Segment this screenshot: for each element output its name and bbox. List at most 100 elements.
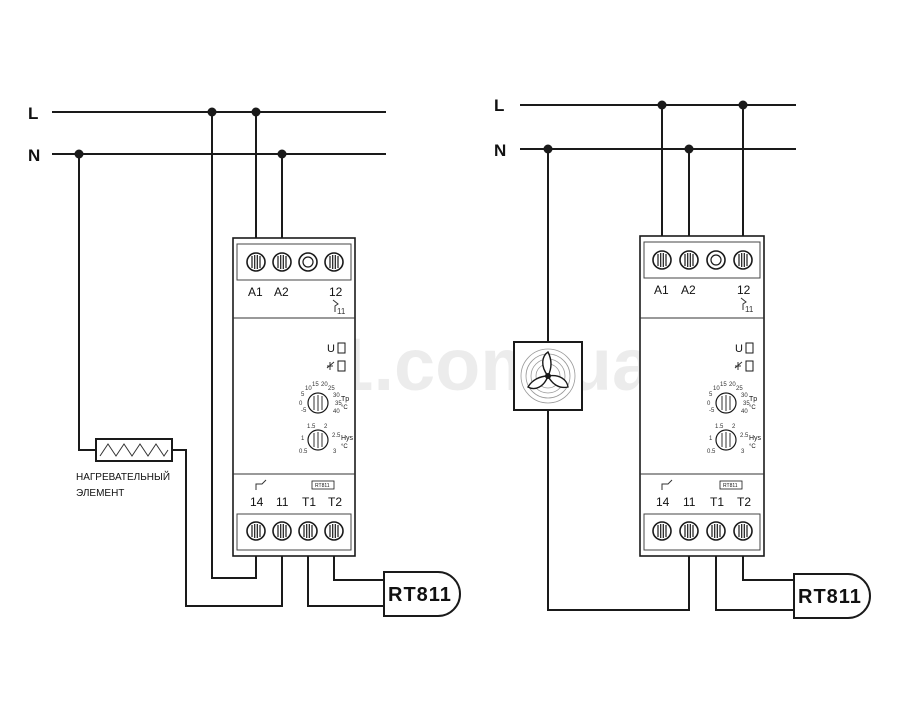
svg-text:20: 20 <box>321 382 328 388</box>
terminal-screw <box>324 521 344 541</box>
svg-text:10: 10 <box>305 386 312 392</box>
relay-module: A1 A2 12 11 U -5 0 5 10 15 20 25 <box>232 237 356 557</box>
contact-symbol-icon <box>332 299 339 312</box>
hysteresis-dial[interactable]: 0.5 1 1.5 2 2.5 3 Hys °C <box>299 424 354 455</box>
svg-text:Hys: Hys <box>749 435 762 442</box>
heater-icon <box>95 438 173 462</box>
terminal-screw <box>679 521 699 541</box>
svg-text:20: 20 <box>729 382 736 388</box>
temperature-sensor: RT811 <box>383 571 461 617</box>
svg-text:30: 30 <box>333 393 340 399</box>
svg-text:U: U <box>327 343 335 355</box>
svg-text:-5: -5 <box>709 408 715 414</box>
svg-text:0.5: 0.5 <box>707 449 716 455</box>
svg-text:2: 2 <box>732 424 736 430</box>
svg-text:0: 0 <box>299 401 303 407</box>
terminal-14-label: 14 <box>250 495 264 509</box>
right-diagram: L N <box>494 96 871 619</box>
svg-text:°C: °C <box>749 444 756 450</box>
svg-text:1.5: 1.5 <box>307 424 316 430</box>
terminal-12-label: 12 <box>329 285 343 299</box>
left-diagram: L N НАГРЕВАТЕЛЬНЫЙ ЭЛЕМЕНТ <box>28 104 461 617</box>
terminal-screw <box>679 250 699 270</box>
svg-text:-5: -5 <box>301 408 307 414</box>
terminal-T1-label: T1 <box>302 495 316 509</box>
svg-text:2: 2 <box>324 424 328 430</box>
terminal-A2-label: A2 <box>681 283 696 297</box>
svg-text:0.5: 0.5 <box>299 449 308 455</box>
heater-label-line2: ЭЛЕМЕНТ <box>76 488 124 499</box>
svg-text:1: 1 <box>709 436 713 442</box>
terminal-screw <box>272 521 292 541</box>
terminal-screw <box>246 521 266 541</box>
svg-text:15: 15 <box>720 382 727 388</box>
terminal-screw <box>706 521 726 541</box>
heater-label-line1: НАГРЕВАТЕЛЬНЫЙ <box>76 470 170 483</box>
svg-text:15: 15 <box>312 382 319 388</box>
svg-text:Hys: Hys <box>341 435 354 442</box>
terminal-screw <box>246 252 266 272</box>
terminal-A1-label: A1 <box>654 283 669 297</box>
terminal-screw <box>652 521 672 541</box>
terminal-screw <box>324 252 344 272</box>
terminal-A1-label: A1 <box>248 285 263 299</box>
terminal-14-label: 14 <box>656 495 670 509</box>
sensor-label: RT811 <box>798 586 862 608</box>
svg-text:U: U <box>735 343 743 355</box>
terminal-T1-label: T1 <box>710 495 724 509</box>
wire-heater-to-14 <box>172 449 283 607</box>
temperature-sensor: RT811 <box>793 573 871 619</box>
terminal-screw <box>298 521 318 541</box>
wire-T1-to-sensor <box>307 535 384 607</box>
svg-text:40: 40 <box>741 409 748 415</box>
power-led-icon <box>337 342 346 354</box>
terminal-11-sub-label: 11 <box>745 305 754 314</box>
relay-led-icon <box>337 360 346 372</box>
svg-text:10: 10 <box>713 386 720 392</box>
terminal-screw <box>733 521 753 541</box>
line-N-label: N <box>28 146 40 165</box>
svg-text:1.5: 1.5 <box>715 424 724 430</box>
svg-text:2.5: 2.5 <box>740 433 749 439</box>
temperature-dial[interactable]: -5 0 5 10 15 20 25 30 35 40 Tp °C <box>707 382 757 415</box>
terminal-blank <box>298 252 318 272</box>
power-led-icon <box>745 342 754 354</box>
temperature-dial[interactable]: -5 0 5 10 15 20 25 30 35 40 Tp °C <box>299 382 349 415</box>
line-L-label: L <box>494 96 504 115</box>
svg-text:5: 5 <box>709 392 713 398</box>
sensor-tag-label: RT811 <box>723 483 738 489</box>
svg-text:°C: °C <box>749 405 756 411</box>
svg-text:0: 0 <box>707 401 711 407</box>
terminal-screw <box>272 252 292 272</box>
svg-text:Tp: Tp <box>341 396 349 403</box>
svg-text:°C: °C <box>341 405 348 411</box>
sensor-tag-label: RT811 <box>315 483 330 489</box>
wire-fan-to-11 <box>547 410 690 611</box>
svg-text:2.5: 2.5 <box>332 433 341 439</box>
svg-text:°C: °C <box>341 444 348 450</box>
terminal-12-label: 12 <box>737 283 751 297</box>
relay-contact-icon <box>661 479 673 490</box>
line-N-label: N <box>494 141 506 160</box>
relay-contact-icon <box>255 479 267 490</box>
svg-text:5: 5 <box>301 392 305 398</box>
svg-text:25: 25 <box>328 386 335 392</box>
relay-led-icon <box>745 360 754 372</box>
hysteresis-dial[interactable]: 0.5 1 1.5 2 2.5 3 Hys °C <box>707 424 762 455</box>
svg-text:40: 40 <box>333 409 340 415</box>
relay-module: A1 A2 12 11 U -5 0 5 10 15 20 25 30 <box>639 235 765 557</box>
svg-text:3: 3 <box>741 449 745 455</box>
terminal-blank <box>706 250 726 270</box>
wire-N-to-heater <box>78 154 96 451</box>
contact-symbol-icon <box>740 297 747 310</box>
svg-text:25: 25 <box>736 386 743 392</box>
terminal-T2-label: T2 <box>737 495 751 509</box>
svg-text:1: 1 <box>301 436 305 442</box>
terminal-11-label: 11 <box>683 495 696 509</box>
terminal-11-sub-label: 11 <box>337 307 346 316</box>
fan-icon <box>513 341 583 411</box>
terminal-11-label: 11 <box>276 495 289 509</box>
svg-text:35: 35 <box>335 401 342 407</box>
terminal-T2-label: T2 <box>328 495 342 509</box>
